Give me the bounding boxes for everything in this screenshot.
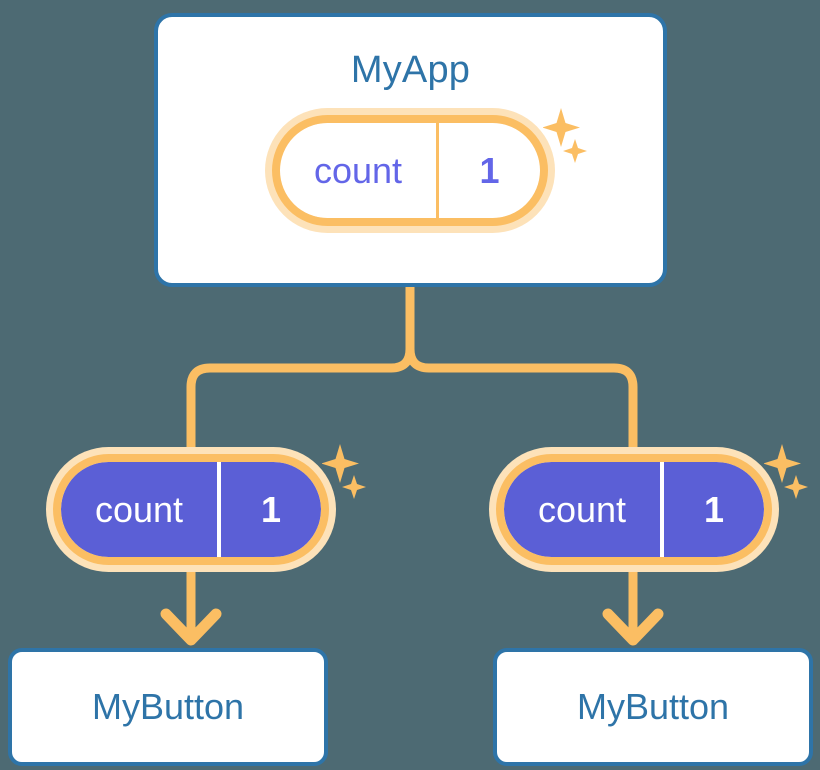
sparkle-icon-left-small [342,475,366,499]
connector-branch-right [405,344,638,460]
node-mybutton-left-label: MyButton [91,686,245,727]
node-mybutton-right[interactable]: MyButton [493,648,813,766]
state-pill-child-left[interactable]: count 1 [46,447,336,572]
state-pill-key: count [537,488,627,530]
node-mybutton-left[interactable]: MyButton [8,648,328,766]
state-pill-value: 1 [217,462,321,557]
arrow-down-icon-left [160,608,222,646]
state-pill-inner: count 1 [280,123,540,218]
state-pill-key: count [313,149,403,191]
state-pill-key: count [94,488,184,530]
state-pill-inner: count 1 [504,462,764,557]
sparkle-icon-right-small [784,475,808,499]
state-pill-inner: count 1 [61,462,321,557]
state-pill-ring: count 1 [496,454,772,565]
node-mybutton-right-label: MyButton [576,686,730,727]
state-pill-value: 1 [436,123,540,218]
state-pill-value: 1 [660,462,764,557]
node-myapp-title: MyApp [350,49,471,91]
state-pill-child-right[interactable]: count 1 [489,447,779,572]
state-pill-ring: count 1 [272,115,548,226]
state-pill-ring: count 1 [53,454,329,565]
connector-branch-left [186,344,415,460]
state-pill-myapp[interactable]: count 1 [265,108,555,233]
arrow-down-icon-right [602,608,664,646]
